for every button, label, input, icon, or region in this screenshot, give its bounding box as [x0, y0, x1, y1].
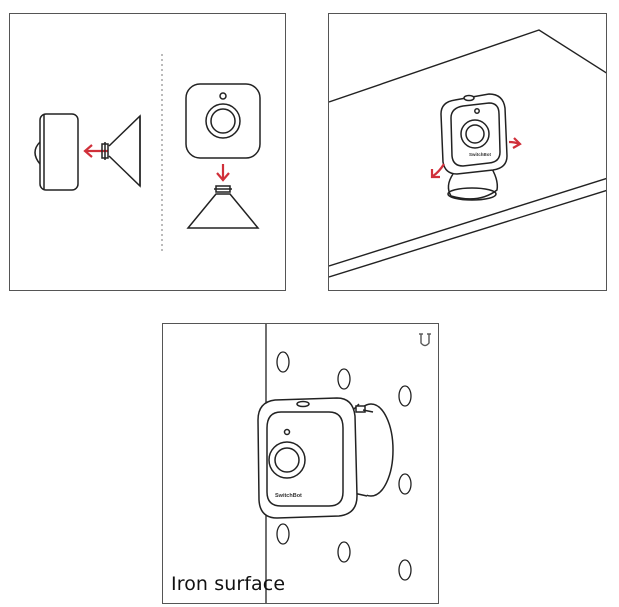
mount-front-view	[186, 185, 260, 229]
device-side-view	[34, 113, 79, 191]
device-logo-small: SwitchBot	[469, 152, 492, 157]
panel-adjust-angle: SwitchBot	[328, 13, 607, 291]
adjust-angle-illustration: SwitchBot	[329, 29, 606, 278]
device-body	[257, 397, 358, 519]
surface-board	[329, 29, 606, 278]
magnet-icon	[419, 333, 431, 347]
device-stand	[447, 163, 499, 201]
arrow-right-icon	[508, 137, 522, 149]
attach-mount-illustration	[34, 54, 261, 252]
arrow-down-left-icon	[430, 163, 445, 179]
panel-iron-surface: SwitchBot Iron surface	[162, 323, 439, 604]
device-logo: SwitchBot	[275, 493, 302, 499]
plate-holes	[276, 351, 412, 581]
device-front-view	[185, 83, 261, 159]
device-body	[440, 93, 508, 175]
iron-surface-illustration: SwitchBot	[257, 324, 431, 603]
arrow-down-icon	[216, 164, 230, 182]
panel-caption: Iron surface	[171, 573, 286, 595]
panel-attach-mount	[9, 13, 286, 291]
mount-side-view	[101, 114, 141, 188]
